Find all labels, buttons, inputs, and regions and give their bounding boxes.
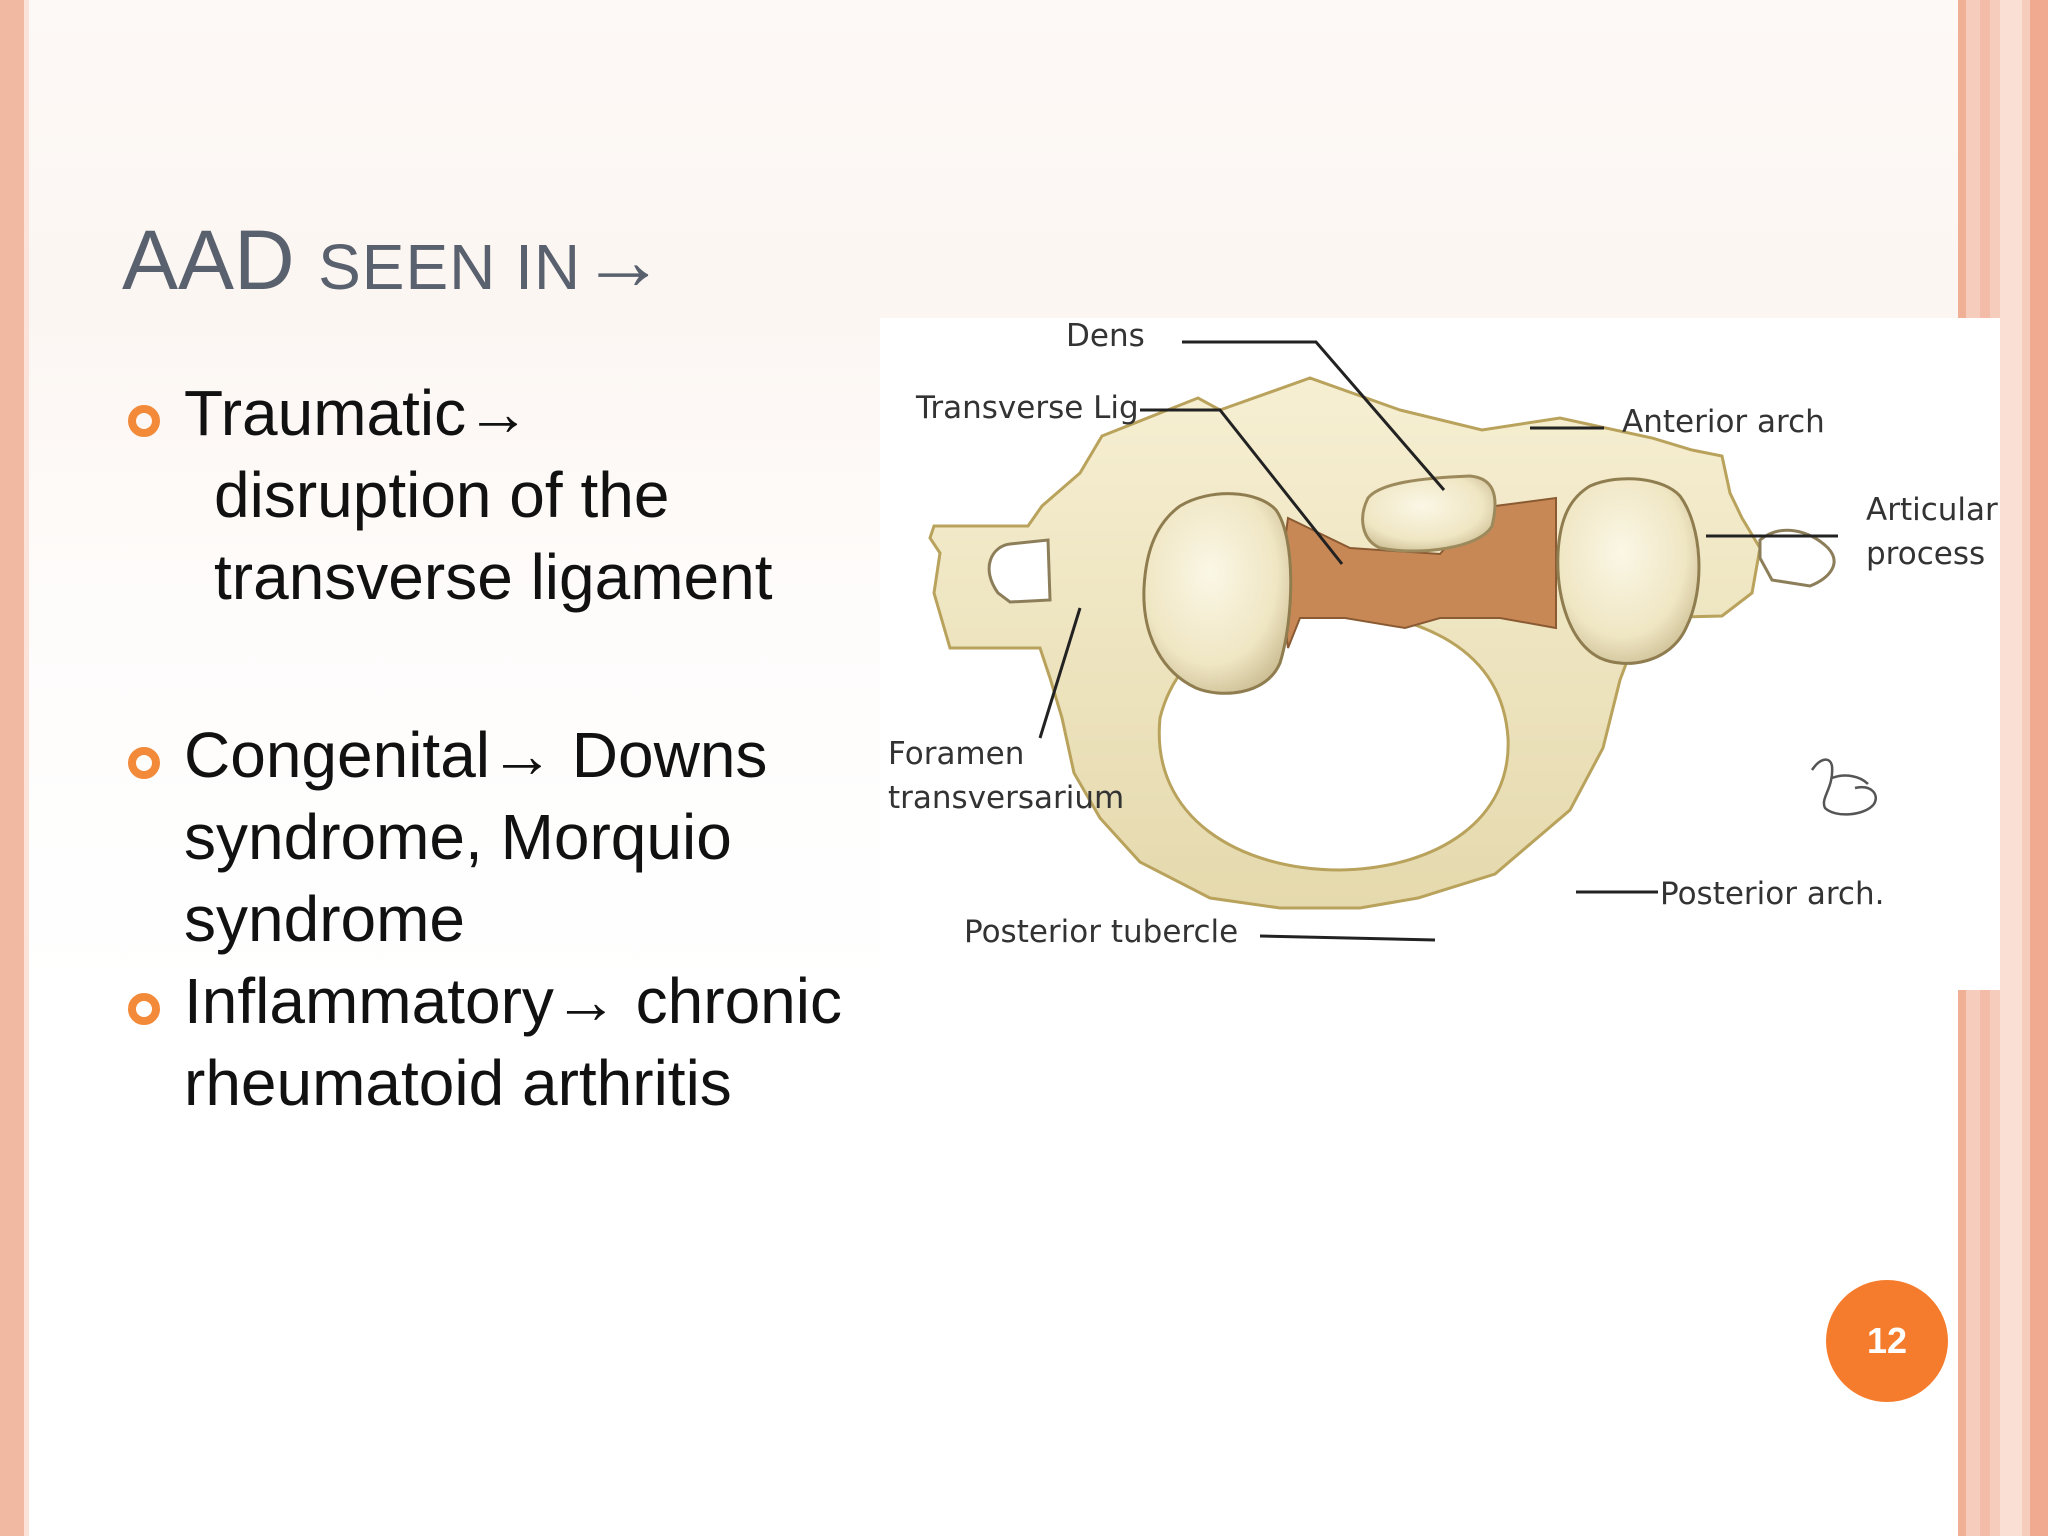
right-border-stripe: [2000, 0, 2022, 1536]
bullet-congenital: Congenital→ Downs syndrome, Morquio synd…: [128, 714, 908, 960]
label-posterior-tubercle: Posterior tubercle: [964, 914, 1238, 950]
artist-signature: [1810, 758, 1877, 816]
label-articular: Articular: [1866, 492, 1998, 528]
bullet-text: Congenital→ Downs syndrome, Morquio synd…: [184, 719, 768, 955]
bullet-text: Inflammatory→ chronic rheumatoid arthrit…: [184, 965, 842, 1119]
bullet-ring-icon: [128, 405, 160, 437]
label-dens: Dens: [1066, 318, 1145, 354]
leader-lines: [1038, 340, 1838, 942]
atlas-vertebra-diagram: Dens Transverse Lig Anterior arch Articu…: [888, 318, 1998, 950]
atlas-diagram-panel: Dens Transverse Lig Anterior arch Articu…: [880, 318, 2000, 990]
label-foramen: Foramen: [888, 736, 1024, 772]
page-number: 12: [1866, 1320, 1908, 1361]
foramen-transversarium-left: [987, 538, 1052, 604]
label-posterior-arch: Posterior arch.: [1660, 876, 1884, 912]
dens: [1361, 474, 1497, 553]
title-arrow: →: [581, 213, 666, 307]
bullet-traumatic: Traumatic→ disruption of the transverse …: [128, 372, 908, 618]
foramen-transversarium-right: [1758, 528, 1836, 588]
bullet-list: Traumatic→ disruption of the transverse …: [128, 372, 908, 1124]
bullet-ring-icon: [128, 993, 160, 1025]
bullet-inflammatory: Inflammatory→ chronic rheumatoid arthrit…: [128, 960, 908, 1124]
left-border: [0, 0, 24, 1536]
right-border-stripe: [2030, 0, 2048, 1536]
slide-title: AAD SEEN IN→: [122, 212, 665, 315]
bullet-detail: disruption of the transverse ligament: [214, 459, 773, 613]
page-number-badge: 12: [1826, 1280, 1948, 1402]
left-border-inner: [24, 0, 29, 1536]
articular-facet-right: [1556, 477, 1701, 665]
label-process: process: [1866, 536, 1985, 572]
bullet-ring-icon: [128, 747, 160, 779]
title-main: AAD: [122, 213, 295, 307]
articular-facet-left: [1142, 492, 1293, 695]
label-transverse-lig: Transverse Lig: [915, 390, 1139, 426]
bullet-lead: Traumatic→: [184, 377, 531, 449]
title-rest: SEEN IN: [318, 231, 582, 303]
label-anterior-arch: Anterior arch: [1622, 404, 1825, 440]
label-transversarium: transversarium: [888, 780, 1124, 816]
